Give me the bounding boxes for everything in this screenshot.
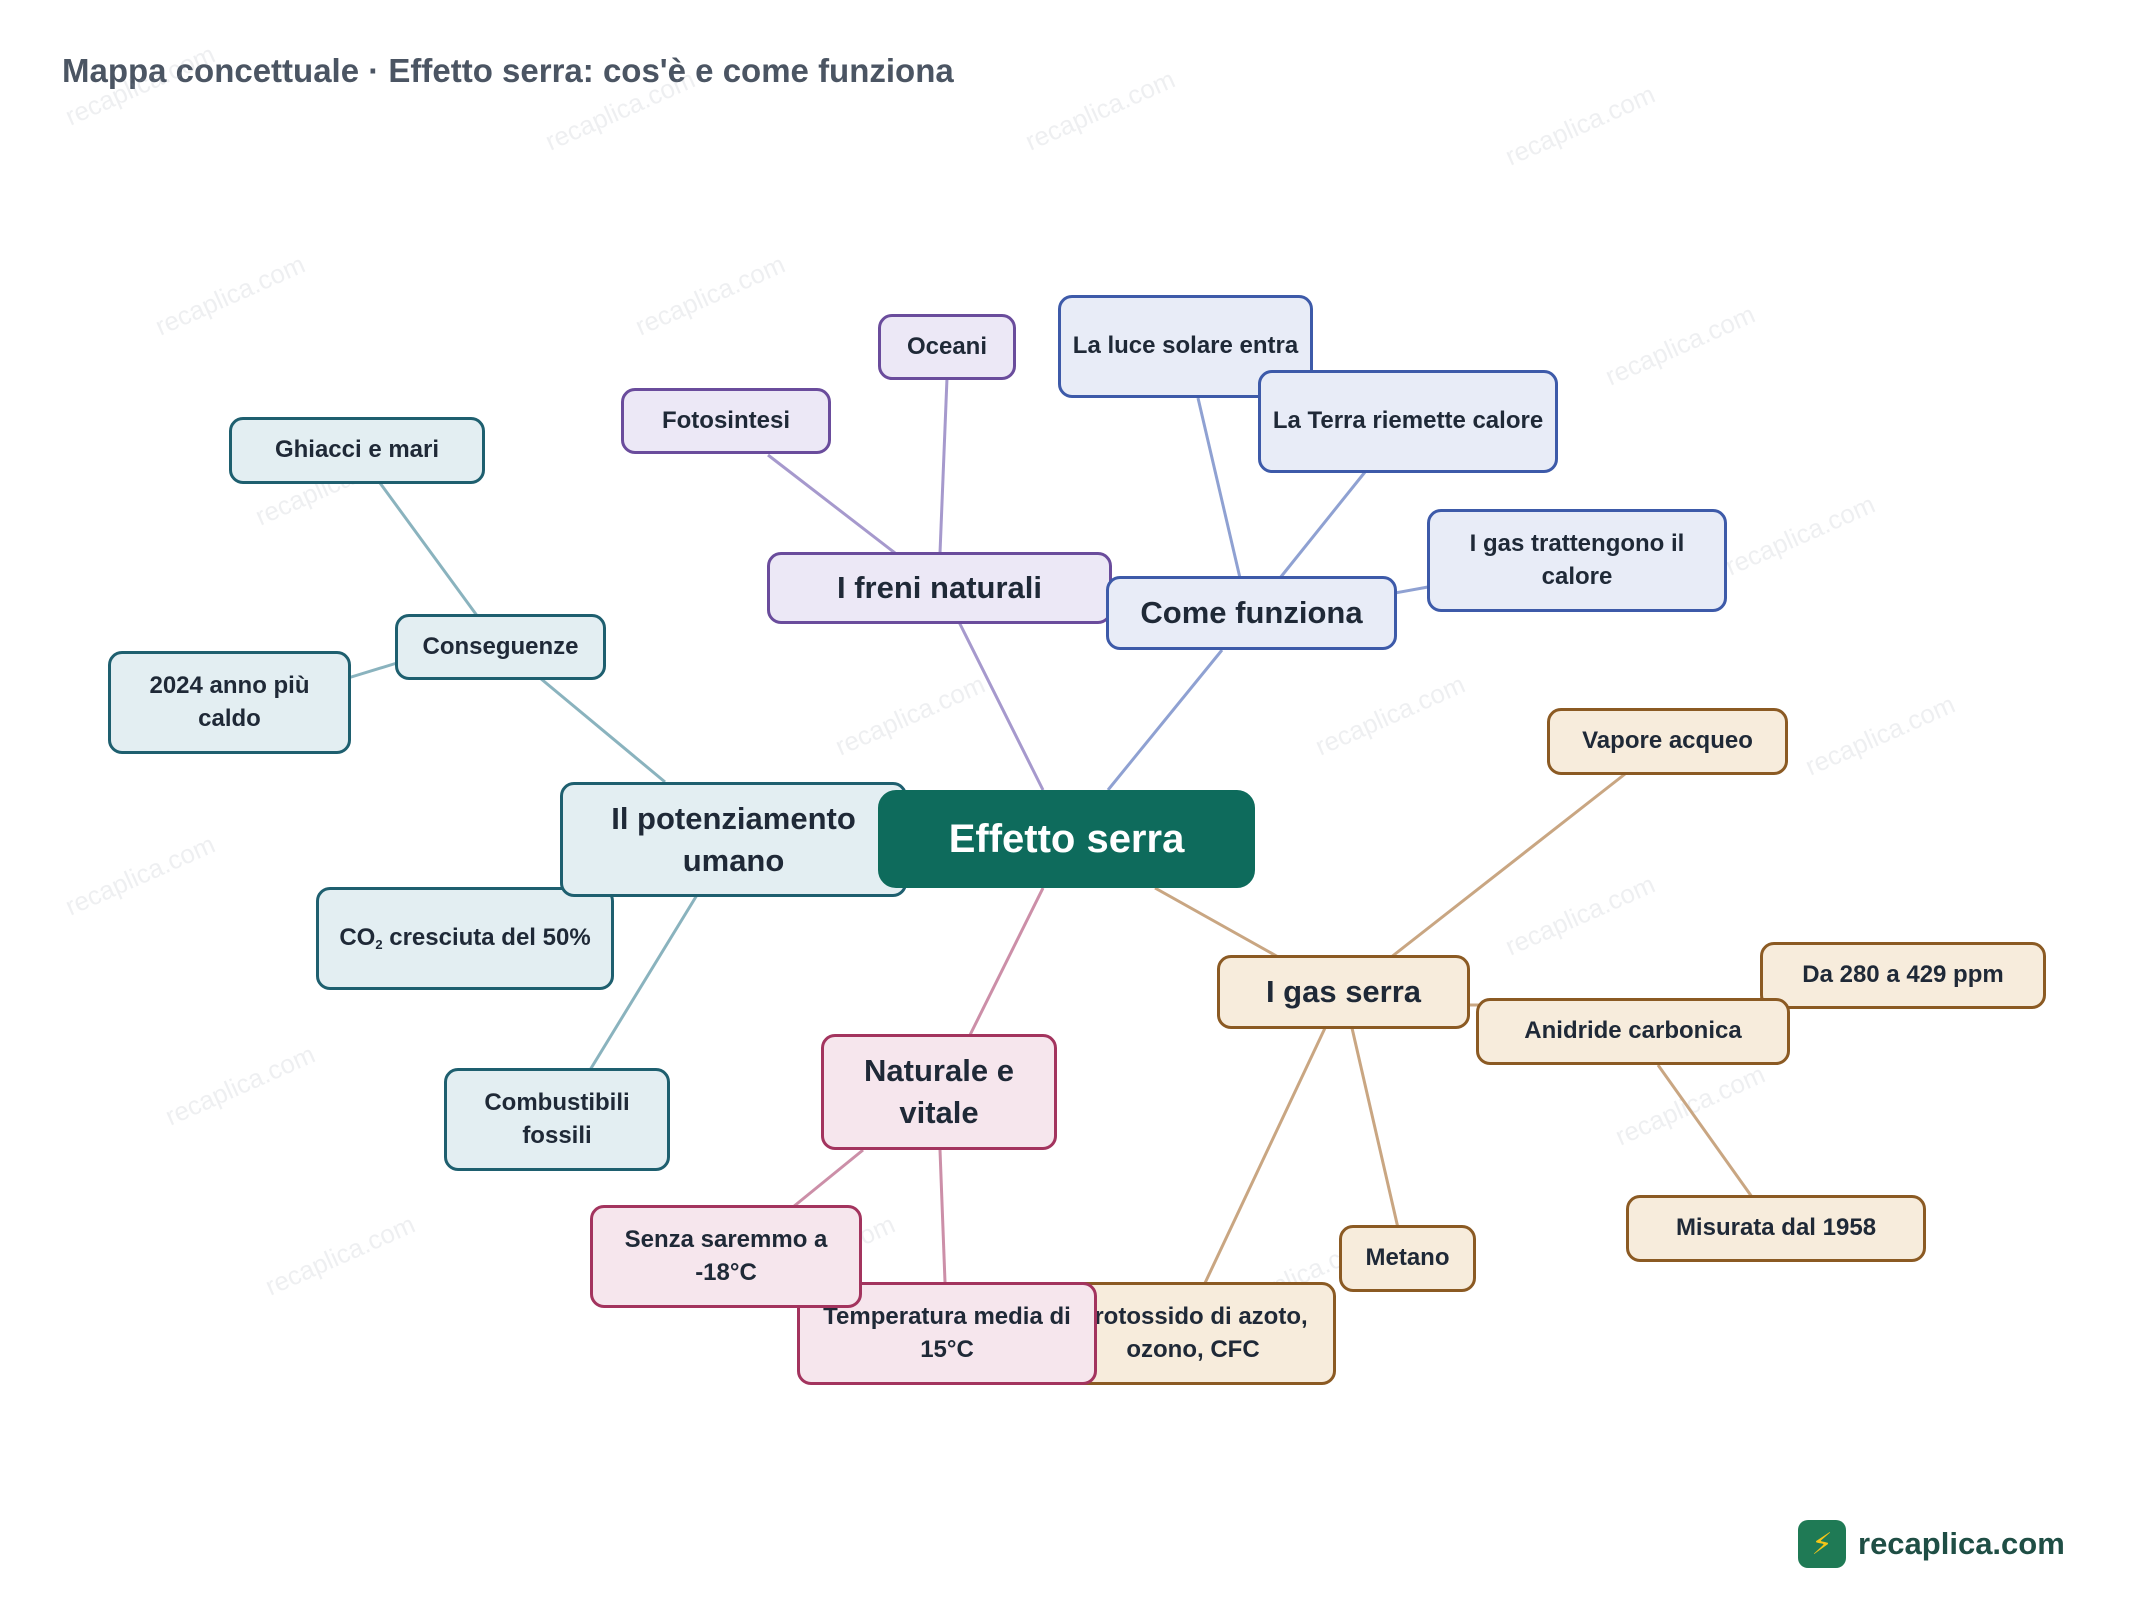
branch-gas-serra-label: I gas serra xyxy=(1265,974,1422,1010)
edge-umano-conseguenze xyxy=(539,676,666,784)
edge-conseguenze-2024 xyxy=(347,661,398,680)
brand-logo-text: recaplica.com xyxy=(1858,1526,2065,1561)
co2-suffix: cresciuta del 50% xyxy=(382,924,591,952)
page-title: Mappa concettuale · Effetto serra: cos'è… xyxy=(62,52,954,89)
node-metano-label: Metano xyxy=(1365,1244,1450,1272)
node-ghiacci-mari-label: Ghiacci e mari xyxy=(274,436,440,464)
node-anidride-carbonica[interactable]: Anidride carbonica xyxy=(1476,998,1790,1065)
node-2024-caldo[interactable]: 2024 anno più caldo xyxy=(108,651,351,754)
node-2024-caldo-label: 2024 anno più caldo xyxy=(149,672,310,732)
branch-gas-serra[interactable]: I gas serra xyxy=(1217,955,1470,1029)
node-misurata-1958-label: Misurata dal 1958 xyxy=(1675,1214,1877,1242)
node-protossido[interactable]: Protossido di azoto, ozono, CFC xyxy=(1050,1282,1336,1385)
node-280-429-ppm[interactable]: Da 280 a 429 ppm xyxy=(1760,942,2046,1009)
node-misurata-1958[interactable]: Misurata dal 1958 xyxy=(1626,1195,1926,1262)
edge-funziona-luce xyxy=(1196,397,1242,579)
edge-conseguenze-ghiacci xyxy=(378,482,480,618)
node-luce-solare-label: La luce solare entra xyxy=(1072,332,1299,360)
node-protossido-label: Protossido di azoto, ozono, CFC xyxy=(1078,1303,1308,1363)
branch-freni-naturali[interactable]: I freni naturali xyxy=(767,552,1112,624)
node-vapore-acqueo[interactable]: Vapore acqueo xyxy=(1547,708,1788,775)
node-senza-18-label: Senza saremmo a -18°C xyxy=(624,1226,828,1286)
edge-root-gas xyxy=(1154,886,1281,960)
edge-naturale-senza xyxy=(792,1148,864,1209)
branch-naturale-vitale-label: Naturale e vitale xyxy=(864,1053,1014,1130)
node-gas-trattengono[interactable]: I gas trattengono il calore xyxy=(1427,509,1727,612)
edge-freni-fotosintesi xyxy=(767,453,896,555)
brand-logo[interactable]: ⚡ recaplica.com xyxy=(1798,1520,2065,1568)
edge-freni-oceani xyxy=(938,377,949,554)
node-conseguenze-label: Conseguenze xyxy=(422,632,579,660)
root-effetto-serra-label: Effetto serra xyxy=(948,817,1185,861)
edge-root-freni xyxy=(956,619,1045,791)
edge-root-naturale xyxy=(968,887,1045,1036)
edge-funziona-terra xyxy=(1278,471,1367,579)
node-oceani[interactable]: Oceani xyxy=(878,314,1016,380)
branch-freni-naturali-label: I freni naturali xyxy=(837,570,1042,606)
branch-come-funziona[interactable]: Come funziona xyxy=(1106,576,1397,650)
edge-gas-vapore xyxy=(1389,772,1626,960)
node-combustibili[interactable]: Combustibili fossili xyxy=(444,1068,670,1171)
edge-gas-metano xyxy=(1350,1027,1400,1229)
edge-umano-combustibili xyxy=(588,894,699,1071)
node-ghiacci-mari[interactable]: Ghiacci e mari xyxy=(229,417,485,484)
node-anidride-carbonica-label: Anidride carbonica xyxy=(1524,1017,1742,1045)
node-280-429-ppm-label: Da 280 a 429 ppm xyxy=(1802,961,2004,989)
node-gas-trattengono-label: I gas trattengono il calore xyxy=(1469,530,1685,590)
branch-naturale-vitale[interactable]: Naturale e vitale xyxy=(821,1034,1057,1150)
node-metano[interactable]: Metano xyxy=(1339,1225,1476,1292)
node-co2-cresciuta[interactable]: CO2 cresciuta del 50% xyxy=(316,887,614,990)
node-conseguenze[interactable]: Conseguenze xyxy=(395,614,606,680)
edge-gas-protossido xyxy=(1203,1027,1327,1284)
co2-subscript: 2 xyxy=(375,937,383,953)
node-oceani-label: Oceani xyxy=(906,332,988,360)
lightning-bolt-icon: ⚡ xyxy=(1798,1520,1846,1568)
edge-root-funziona xyxy=(1106,649,1224,791)
node-fotosintesi-label: Fotosintesi xyxy=(661,406,790,434)
node-luce-solare[interactable]: La luce solare entra xyxy=(1058,295,1313,398)
node-fotosintesi[interactable]: Fotosintesi xyxy=(621,388,831,454)
node-co2-cresciuta-label: CO2 cresciuta del 50% xyxy=(339,922,590,954)
node-senza-18[interactable]: Senza saremmo a -18°C xyxy=(590,1205,862,1308)
edge-anidride-1958 xyxy=(1656,1064,1754,1198)
edge-funziona-gas xyxy=(1394,585,1429,595)
branch-potenziamento-umano-label: Il potenziamento umano xyxy=(611,800,856,878)
node-terra-riemette[interactable]: La Terra riemette calore xyxy=(1258,370,1558,473)
branch-come-funziona-label: Come funziona xyxy=(1140,595,1363,631)
co2-prefix: CO xyxy=(339,924,376,952)
branch-potenziamento-umano[interactable]: Il potenziamento umano xyxy=(560,782,907,897)
node-vapore-acqueo-label: Vapore acqueo xyxy=(1582,727,1753,755)
edge-naturale-temperatura xyxy=(938,1149,947,1283)
root-effetto-serra[interactable]: Effetto serra xyxy=(878,790,1255,888)
node-terra-riemette-label: La Terra riemette calore xyxy=(1272,407,1544,435)
node-temperatura-media-label: Temperatura media di 15°C xyxy=(823,1303,1071,1363)
node-combustibili-label: Combustibili fossili xyxy=(484,1089,630,1149)
